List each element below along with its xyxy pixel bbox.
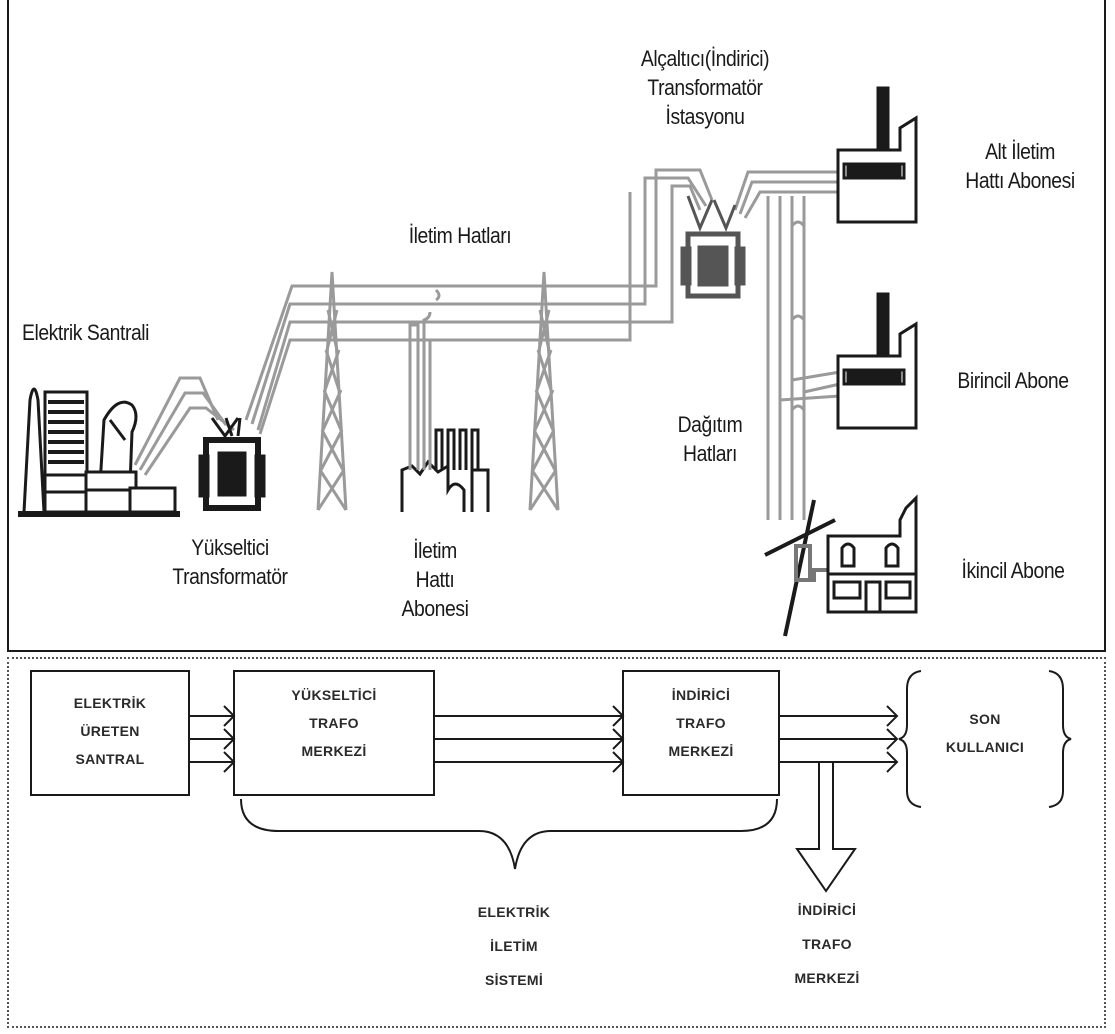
primary-subscriber-label: Birincil Abone [957, 368, 1069, 393]
subscriber-wires [408, 288, 441, 470]
trans-sub-line-3: Abonesi [401, 596, 469, 621]
block-diagram: ELEKTRİK ÜRETEN SANTRAL YÜKSELTİCİ TRAFO… [7, 657, 1106, 1028]
step-down-block-line-2: TRAFO [676, 715, 726, 731]
step-up-block-line-1: YÜKSELTİCİ [291, 687, 377, 703]
transmission-system-brace [240, 798, 778, 870]
illustration-frame [7, 0, 1106, 652]
end-user-line-1: SON [969, 711, 1001, 727]
end-user-braces [898, 670, 1072, 808]
step-up-block-line-3: MERKEZİ [301, 743, 367, 759]
step-down-block: İNDİRİCİ TRAFO MERKEZİ [623, 681, 779, 765]
plant-block-line-2: ÜRETEN [80, 723, 140, 739]
step-up-block: YÜKSELTİCİ TRAFO MERKEZİ [234, 681, 434, 765]
transmission-wires [244, 168, 840, 435]
step-down-block-line-1: İNDİRİCİ [671, 687, 731, 703]
step-down-block-box [622, 670, 780, 796]
distribution-line-1: Dağıtım [677, 412, 743, 437]
branch-line-1: İNDİRİCİ [797, 902, 857, 918]
branch-line-2: TRAFO [802, 936, 852, 952]
branch-step-down-block: İNDİRİCİ TRAFO MERKEZİ [749, 893, 905, 995]
sub-transmission-subscriber-label: Alt İletim Hattı Abonesi [941, 137, 1099, 195]
step-down-station-label: Alçaltıcı(İndirici) Transformatör İstasy… [613, 44, 798, 131]
plant-block-line-3: SANTRAL [75, 751, 145, 767]
house-icon [826, 494, 918, 614]
sub-trans-line-1: Alt İletim [985, 139, 1055, 164]
plant-block-box [30, 670, 190, 796]
sub-trans-line-2: Hattı Abonesi [965, 168, 1075, 193]
illustration-drawing [18, 86, 918, 637]
branch-line-3: MERKEZİ [794, 970, 860, 986]
end-user-line-2: KULLANICI [945, 739, 1025, 755]
distribution-lines-label: Dağıtım Hatları [662, 410, 759, 468]
step-up-transformer-icon [198, 417, 266, 511]
pole-transformer-icon [794, 544, 830, 582]
step-down-line-2: Transformatör [647, 75, 763, 100]
power-system-illustration: Elektrik Santrali Yükseltici Transformat… [7, 0, 1106, 652]
plant-wires [133, 376, 235, 476]
factory-icon [836, 292, 918, 430]
transmission-tower-icon [528, 271, 560, 511]
system-line-2: İLETİM [490, 938, 538, 954]
step-down-transformer-icon [680, 195, 746, 299]
factory-icon [400, 428, 490, 512]
transmission-lines-label: İletim Hatları [408, 223, 512, 248]
block-diagram-drawing [30, 670, 1072, 893]
power-plant-icon [18, 387, 180, 517]
branch-down-arrow [795, 763, 857, 893]
transmission-tower-icon [316, 271, 348, 511]
step-down-block-line-3: MERKEZİ [668, 743, 734, 759]
secondary-subscriber-label: İkincil Abone [961, 558, 1065, 583]
step-up-block-line-2: TRAFO [309, 715, 359, 731]
distribution-wires [766, 196, 841, 520]
distribution-line-2: Hatları [683, 441, 737, 466]
step-up-line-1: Yükseltici [191, 535, 269, 560]
flow-arrows [189, 705, 899, 773]
plant-block-line-1: ELEKTRİK [73, 695, 147, 711]
step-up-transformer-label: Yükseltici Transformatör [160, 533, 301, 591]
system-line-3: SİSTEMİ [484, 972, 544, 988]
step-up-block-box [233, 670, 435, 796]
distribution-pole-icon [764, 499, 836, 637]
power-plant-label: Elektrik Santrali [22, 320, 150, 345]
end-user-block: SON KULLANICI [921, 705, 1049, 761]
factory-icon [836, 86, 918, 224]
plant-block: ELEKTRİK ÜRETEN SANTRAL [31, 689, 189, 773]
step-up-line-2: Transformatör [172, 564, 288, 589]
transmission-system-block: ELEKTRİK İLETİM SİSTEMİ [429, 895, 599, 997]
step-down-line-1: Alçaltıcı(İndirici) [640, 46, 770, 71]
trans-sub-line-1: İletim [413, 538, 457, 563]
trans-sub-line-2: Hattı [415, 567, 455, 592]
system-line-1: ELEKTRİK [477, 904, 551, 920]
step-down-line-3: İstasyonu [665, 104, 745, 129]
transmission-subscriber-label: İletim Hattı Abonesi [387, 536, 484, 623]
